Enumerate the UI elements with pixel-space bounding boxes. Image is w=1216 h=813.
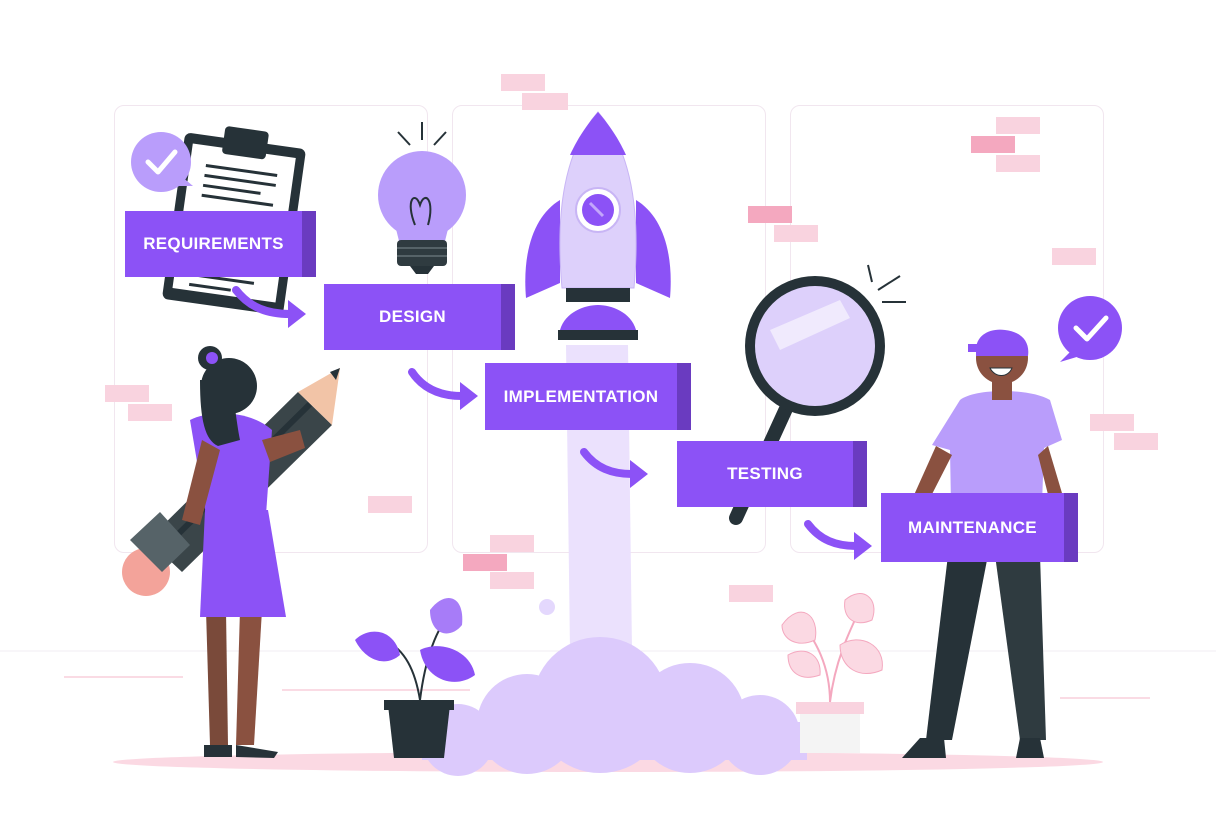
step-implementation: IMPLEMENTATION [485, 363, 691, 430]
decor-brick [748, 206, 792, 223]
arrow-design-to-implementation [408, 368, 478, 410]
step-design-label: DESIGN [379, 307, 446, 326]
arrow-testing-to-maintenance [804, 520, 872, 560]
decor-brick [1052, 248, 1096, 265]
step-maintenance: MAINTENANCE [881, 493, 1078, 562]
decor-brick [463, 554, 507, 571]
rocket-icon [525, 111, 671, 340]
plant-icon [781, 593, 883, 753]
arrow-requirements-to-design [232, 286, 306, 328]
check-bubble-icon [1058, 296, 1122, 362]
step-requirements-label: REQUIREMENTS [143, 234, 284, 253]
decor-brick [105, 385, 149, 402]
smoke-puff [539, 599, 555, 615]
check-bubble-icon [131, 132, 193, 192]
step-testing: TESTING [677, 441, 867, 507]
decor-brick [996, 155, 1040, 172]
decor-brick [128, 404, 172, 421]
decor-brick [490, 572, 534, 589]
step-implementation-label: IMPLEMENTATION [503, 386, 659, 406]
decor-brick [729, 585, 773, 602]
decor-brick [971, 136, 1015, 153]
decor-brick [522, 93, 568, 110]
decor-brick [501, 74, 545, 91]
step-design: DESIGN [324, 284, 515, 350]
decor-brick [996, 117, 1040, 134]
lightbulb-icon [378, 122, 466, 274]
decor-brick [368, 496, 412, 513]
arrow-implementation-to-testing [580, 448, 648, 488]
plant-icon [355, 598, 475, 758]
decor-brick [490, 535, 534, 552]
decor-brick [774, 225, 818, 242]
decor-brick [1090, 414, 1134, 431]
flow-arrows [232, 286, 872, 560]
woman-figure [122, 346, 340, 758]
step-testing-label: TESTING [727, 464, 803, 483]
decor-brick [1114, 433, 1158, 450]
step-maintenance-label: MAINTENANCE [908, 517, 1037, 537]
step-requirements: REQUIREMENTS [125, 211, 316, 277]
smoke-cloud [422, 637, 807, 776]
